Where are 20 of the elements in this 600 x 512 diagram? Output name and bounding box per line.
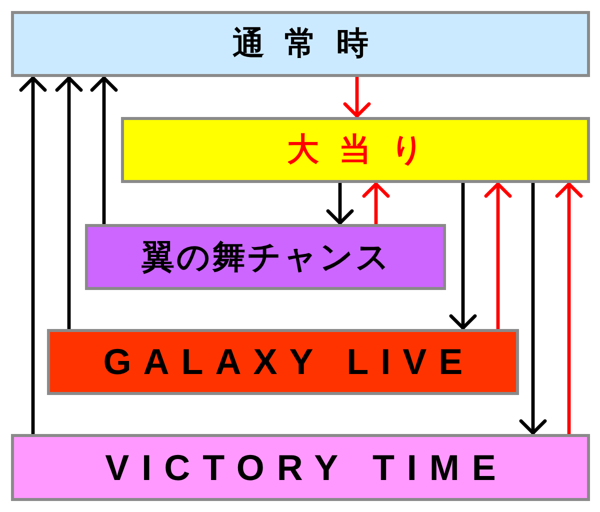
arrow (19, 76, 47, 434)
arrow (90, 76, 118, 224)
arrow (555, 182, 583, 434)
state-label: GALAXY LIVE (103, 342, 475, 382)
state-label: VICTORY TIME (105, 448, 508, 488)
state-box (11, 434, 590, 501)
arrow (519, 183, 547, 435)
state-box (121, 117, 590, 183)
arrow (449, 183, 477, 330)
state-box (47, 329, 519, 395)
arrow (484, 182, 512, 329)
state-label: 通常時 (232, 26, 388, 62)
arrow (55, 76, 83, 329)
state-label: 大当り (287, 132, 444, 168)
arrow (326, 183, 354, 225)
arrow (343, 77, 371, 118)
state-box (85, 224, 446, 290)
state-label: 翼の舞チャンス (142, 238, 392, 276)
arrow (362, 182, 390, 224)
state-box (11, 11, 590, 77)
